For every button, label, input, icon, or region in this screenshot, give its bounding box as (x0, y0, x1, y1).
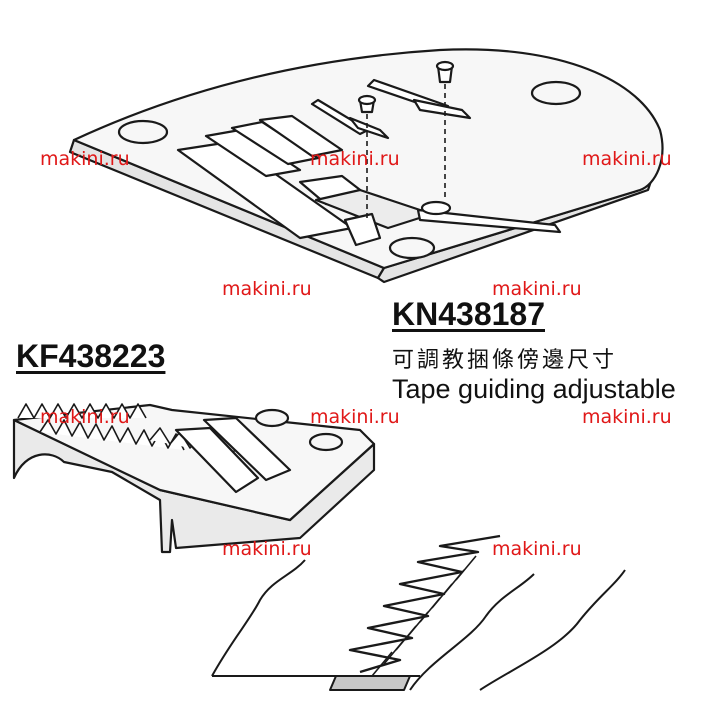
part-description-english: Tape guiding adjustable (392, 374, 676, 404)
watermark: makini.ru (582, 406, 672, 428)
watermark: makini.ru (222, 538, 312, 560)
part-description-chinese: 可調教捆條傍邊尺寸 (392, 348, 618, 373)
watermark: makini.ru (492, 278, 582, 300)
part-code-needle-plate: KN438187 (392, 296, 545, 332)
watermark: makini.ru (492, 538, 582, 560)
needle-plate-drawing (68, 48, 664, 284)
watermark: makini.ru (310, 148, 400, 170)
watermark: makini.ru (222, 278, 312, 300)
watermark: makini.ru (310, 406, 400, 428)
watermark: makini.ru (40, 148, 130, 170)
part-code-feed-dog: KF438223 (16, 338, 166, 374)
tape-sketch (211, 534, 626, 691)
watermark: makini.ru (40, 406, 130, 428)
watermark: makini.ru (582, 148, 672, 170)
feed-dog-drawing (12, 403, 376, 554)
